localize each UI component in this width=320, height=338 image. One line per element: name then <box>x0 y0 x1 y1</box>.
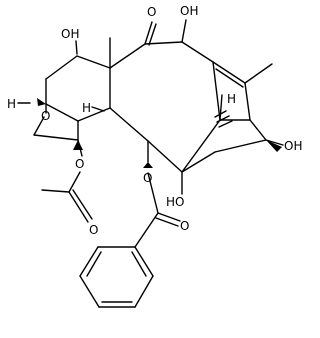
label-oh-right: OH <box>284 139 302 153</box>
label-h-right: H <box>227 92 236 106</box>
bonds <box>17 19 284 308</box>
label-benzoate-o: O <box>143 171 152 185</box>
wedges <box>37 98 282 168</box>
label-ring-o: O <box>41 109 50 123</box>
label-oh-center: HO <box>166 195 184 209</box>
label-acetyl-o: O <box>89 223 98 237</box>
label-acetate-o: O <box>75 157 84 171</box>
atom-labels: OH O OH O OH HO O O O O H H H <box>7 4 302 237</box>
label-h-left: H <box>7 97 16 111</box>
molecule-diagram: OH O OH O OH HO O O O O H H H <box>7 4 302 308</box>
label-h-center: H <box>82 101 91 115</box>
label-benzoyl-o: O <box>180 219 189 233</box>
label-oh-top-right: OH <box>180 4 198 18</box>
label-keto-o: O <box>147 5 156 19</box>
structure-svg: OH O OH O OH HO O O O O H H H <box>7 4 302 308</box>
label-oh-top-left: OH <box>61 27 79 41</box>
